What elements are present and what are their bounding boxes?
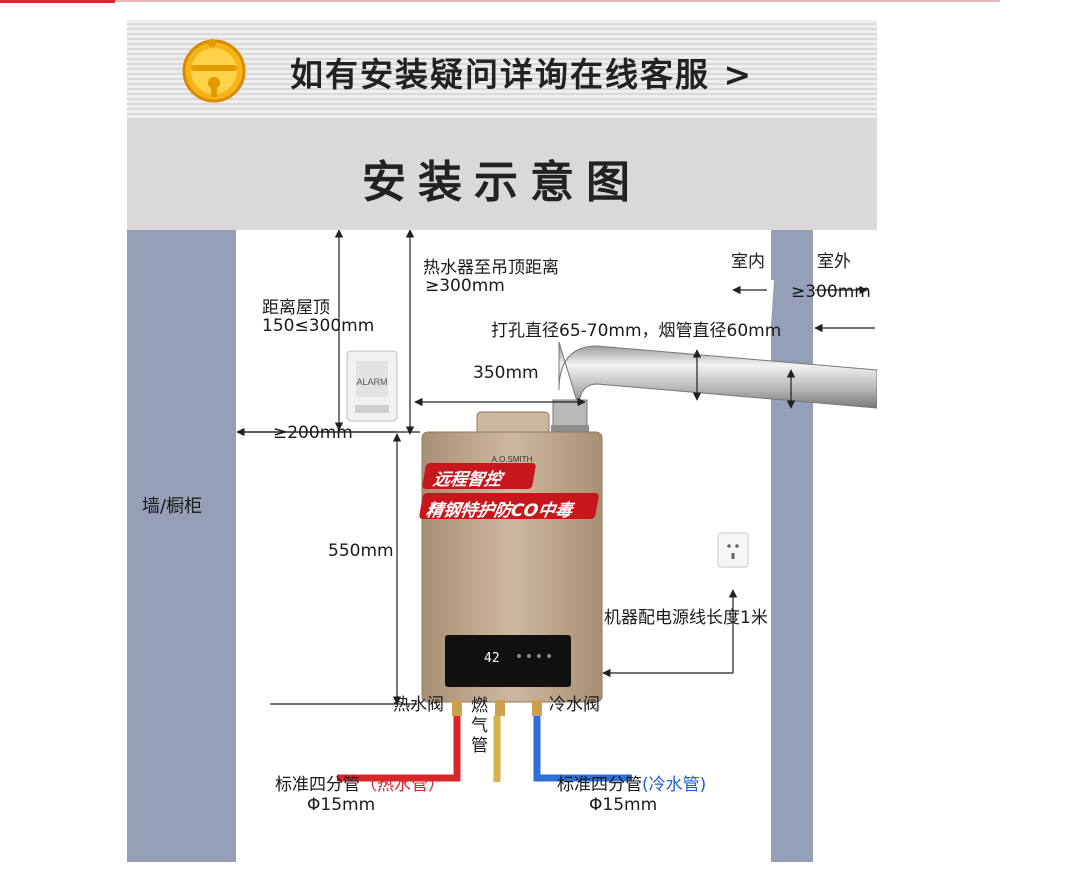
height-dimension: 550mm [328, 541, 394, 561]
flue-offset: 350mm [473, 363, 539, 383]
hot-pipe-prefix: 标准四分管 [275, 775, 360, 795]
customer-service-link[interactable]: 如有安装疑问详询在线客服 > [290, 55, 754, 94]
cold-pipe-diameter: Φ15mm [589, 795, 658, 815]
water-heater[interactable]: 42 A.O.SMITH [421, 411, 603, 716]
page-title: 安装示意图 [362, 157, 642, 208]
left-wall: 墙/橱柜 [127, 230, 236, 862]
power-socket [717, 532, 749, 568]
cold-pipe-spec: 标准四分管(冷水管) [557, 770, 706, 795]
power-cord-label: 机器配电源线长度1米 [604, 608, 768, 628]
title-band: 安装示意图 [127, 120, 877, 230]
hot-pipe-suffix: （热水管） [360, 775, 445, 795]
hot-water-pipe [337, 716, 461, 782]
top-divider [0, 0, 1000, 3]
badge-line1: 远程智控 [431, 470, 504, 490]
outdoor-distance: ≥300mm [791, 282, 871, 302]
customer-service-banner[interactable]: 如有安装疑问详询在线客服 > [127, 20, 877, 120]
svg-text:ALARM: ALARM [356, 377, 387, 387]
cold-pipe-prefix: 标准四分管 [557, 775, 642, 795]
indoor-label: 室内 [731, 252, 765, 272]
hot-pipe-diameter: Φ15mm [307, 795, 376, 815]
hot-valve-label: 热水阀 [393, 695, 444, 715]
remote-control-badge: 远程智控 [421, 463, 537, 490]
badge-line2: 精钢特护防CO中毒 [424, 501, 574, 521]
right-wall [771, 230, 813, 862]
cold-pipe-suffix: (冷水管) [642, 775, 707, 795]
ceiling-distance-value: ≥300mm [425, 276, 505, 296]
anti-co-badge: 精钢特护防CO中毒 [418, 493, 600, 521]
hole-spec: 打孔直径65-70mm，烟管直径60mm [491, 321, 782, 341]
gas-pipe-label: 燃 气 管 [471, 696, 488, 756]
gas-detector: ALARM [346, 350, 398, 422]
cold-water-pipe [533, 716, 632, 782]
side-distance: ≥200mm [273, 423, 353, 443]
install-diagram-panel: 如有安装疑问详询在线客服 > 安装示意图 墙/橱柜 [127, 20, 877, 862]
cold-valve-label: 冷水阀 [549, 695, 600, 715]
wall-label: 墙/橱柜 [142, 496, 203, 517]
outdoor-label: 室外 [817, 252, 851, 272]
heater-display: 42 [484, 651, 500, 666]
top-accent [0, 0, 115, 3]
flue-pipe [551, 341, 877, 433]
ceiling-distance-heading: 热水器至吊顶距离 [423, 258, 559, 278]
roof-distance-heading: 距离屋顶 [262, 298, 330, 318]
bell-icon [182, 39, 246, 103]
brand-logo: A.O.SMITH [492, 455, 533, 464]
hot-pipe-spec: 标准四分管（热水管） [275, 770, 445, 795]
roof-distance-value: 150≤300mm [262, 316, 375, 336]
